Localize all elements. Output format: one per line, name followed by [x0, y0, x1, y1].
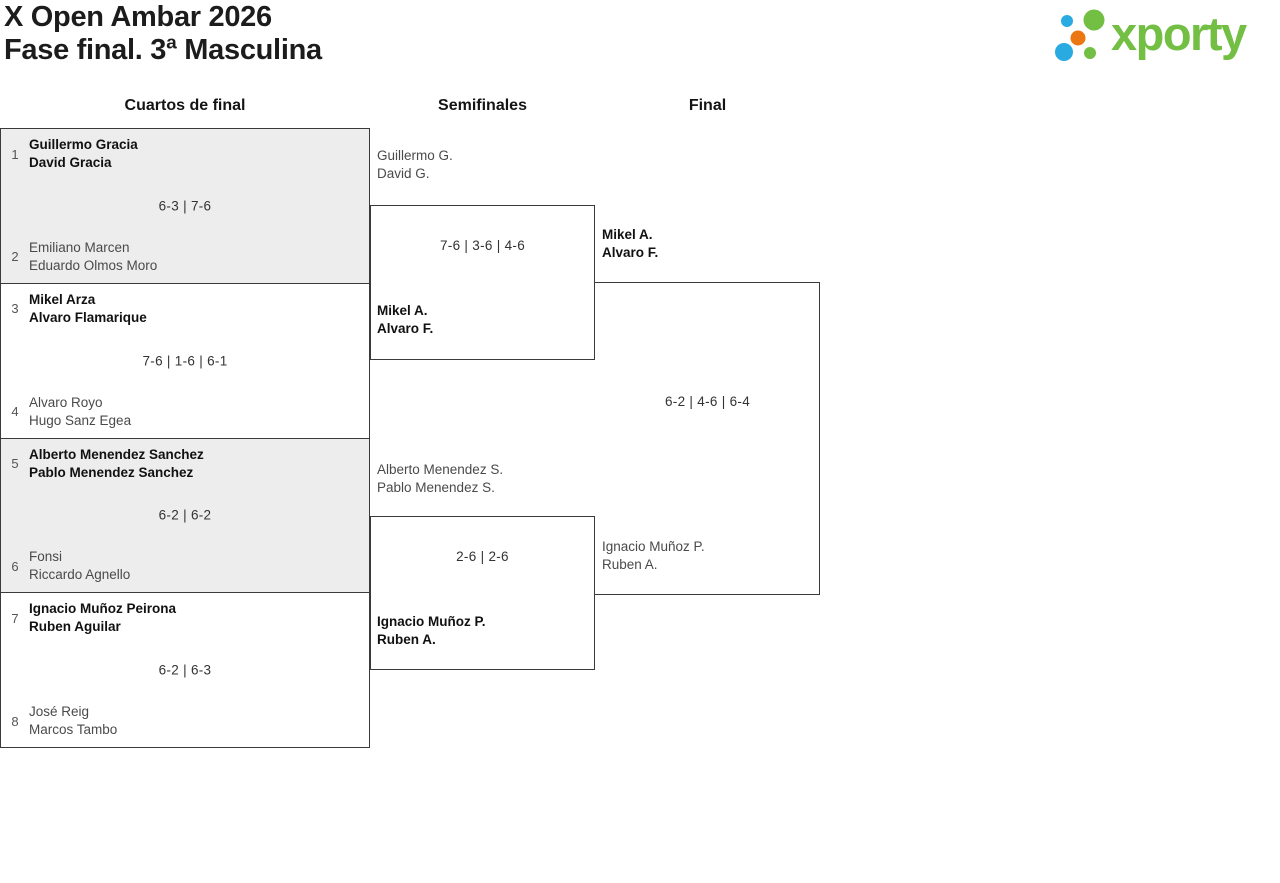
column-header-cuartos: Cuartos de final: [124, 97, 246, 114]
player-name: Pablo Menendez S.: [377, 480, 495, 495]
player-name: Alvaro Flamarique: [29, 309, 147, 325]
seed-number: 3: [11, 301, 19, 317]
team-names: Emiliano Marcen Eduardo Olmos Moro: [29, 239, 157, 275]
player-name: David Gracia: [29, 155, 112, 170]
sf2-team-top: Alberto Menendez S. Pablo Menendez S.: [377, 461, 503, 497]
seed-number: 1: [11, 146, 19, 162]
seed-number: 8: [11, 713, 19, 729]
seed-number: 5: [11, 456, 19, 471]
seed-number: 2: [11, 249, 19, 265]
seed-number: 6: [11, 558, 19, 574]
sf2-team-bottom: Ignacio Muñoz P. Ruben A.: [377, 613, 486, 649]
match-score: 6-2 | 6-2: [158, 507, 212, 523]
team-names: Alvaro Royo Hugo Sanz Egea: [29, 394, 131, 430]
column-header-semifinales: Semifinales: [438, 97, 527, 114]
xporty-logo-dots-icon: [1055, 9, 1105, 61]
sf1-score: 7-6 | 3-6 | 4-6: [439, 238, 526, 253]
sf-match-1-box[interactable]: [370, 205, 595, 360]
player-name: Alvaro F.: [377, 321, 434, 336]
player-name: Pablo Menendez Sanchez: [29, 464, 194, 480]
page-title: X Open Ambar 2026 Fase final. 3ª Masculi…: [4, 1, 322, 67]
player-name: Emiliano Marcen: [29, 239, 130, 255]
player-name: Guillermo Gracia: [29, 137, 138, 152]
player-name: Riccardo Agnello: [29, 567, 131, 583]
player-name: José Reig: [29, 704, 90, 719]
seed-number: 4: [11, 404, 19, 419]
player-name: Alvaro Royo: [29, 394, 103, 410]
team-names: Ignacio Muñoz Peirona Ruben Aguilar: [29, 600, 176, 636]
phase-name: Fase final. 3ª Masculina: [4, 34, 322, 66]
qf-match-2[interactable]: 3 Mikel Arza Alvaro Flamarique 7-6 | 1-6…: [1, 282, 369, 438]
qf2-team-top: 3 Mikel Arza Alvaro Flamarique: [1, 291, 369, 327]
player-name: Alberto Menendez Sanchez: [29, 446, 204, 462]
team-names: Alberto Menendez Sanchez Pablo Menendez …: [29, 446, 204, 482]
player-name: Mikel Arza: [29, 291, 96, 307]
qf-match-4[interactable]: 7 Ignacio Muñoz Peirona Ruben Aguilar 6-…: [1, 592, 369, 747]
team-names: José Reig Marcos Tambo: [29, 703, 117, 739]
player-name: Ignacio Muñoz Peirona: [29, 601, 177, 617]
final-match-box[interactable]: [595, 282, 820, 595]
player-name: Eduardo Olmos Moro: [29, 257, 158, 273]
player-name: Marcos Tambo: [29, 722, 118, 737]
match-score: 6-2 | 6-3: [158, 662, 212, 678]
player-name: Ruben A.: [377, 632, 436, 647]
qf4-team-bottom: 8 José Reig Marcos Tambo: [1, 703, 369, 739]
player-name: David G.: [377, 166, 430, 181]
player-name: Ignacio Muñoz P.: [377, 614, 486, 629]
sf-match-2-box[interactable]: [370, 516, 595, 670]
team-names: Guillermo Gracia David Gracia: [29, 136, 138, 172]
player-name: Alvaro F.: [602, 245, 659, 260]
qf-match-3[interactable]: 5 Alberto Menendez Sanchez Pablo Menende…: [1, 437, 369, 593]
sf1-team-top: Guillermo G. David G.: [377, 147, 453, 183]
match-score: 7-6 | 1-6 | 6-1: [142, 353, 228, 369]
team-names: Fonsi Riccardo Agnello: [29, 548, 130, 584]
sf2-score: 2-6 | 2-6: [456, 549, 509, 564]
qf3-team-top: 5 Alberto Menendez Sanchez Pablo Menende…: [1, 446, 369, 482]
xporty-logo-text: xporty: [1111, 7, 1247, 60]
final-team-top: Mikel A. Alvaro F.: [602, 226, 658, 262]
seed-number: 7: [11, 610, 19, 626]
player-name: Ruben Aguilar: [29, 619, 121, 635]
player-name: Guillermo G.: [377, 148, 453, 163]
sf1-team-bottom: Mikel A. Alvaro F.: [377, 302, 433, 338]
qf1-team-bottom: 2 Emiliano Marcen Eduardo Olmos Moro: [1, 239, 369, 275]
final-score: 6-2 | 4-6 | 6-4: [664, 394, 751, 409]
player-name: Hugo Sanz Egea: [29, 412, 132, 428]
match-score: 6-3 | 7-6: [158, 198, 212, 214]
player-name: Alberto Menendez S.: [377, 462, 504, 477]
qf4-team-top: 7 Ignacio Muñoz Peirona Ruben Aguilar: [1, 600, 369, 636]
player-name: Ruben A.: [602, 557, 658, 572]
qf2-team-bottom: 4 Alvaro Royo Hugo Sanz Egea: [1, 394, 369, 430]
quarterfinals-container: 1 Guillermo Gracia David Gracia 6-3 | 7-…: [0, 128, 370, 748]
player-name: Ignacio Muñoz P.: [602, 539, 705, 554]
tournament-name: X Open Ambar 2026: [4, 1, 272, 33]
player-name: Fonsi: [29, 549, 63, 565]
qf3-team-bottom: 6 Fonsi Riccardo Agnello: [1, 548, 369, 584]
column-header-final: Final: [688, 97, 727, 114]
player-name: Mikel A.: [377, 303, 428, 318]
xporty-logo: xporty: [1045, 4, 1277, 68]
team-names: Mikel Arza Alvaro Flamarique: [29, 291, 147, 327]
qf1-team-top: 1 Guillermo Gracia David Gracia: [1, 136, 369, 172]
player-name: Mikel A.: [602, 227, 653, 242]
qf-match-1[interactable]: 1 Guillermo Gracia David Gracia 6-3 | 7-…: [1, 129, 369, 283]
final-team-bottom: Ignacio Muñoz P. Ruben A.: [602, 538, 705, 574]
